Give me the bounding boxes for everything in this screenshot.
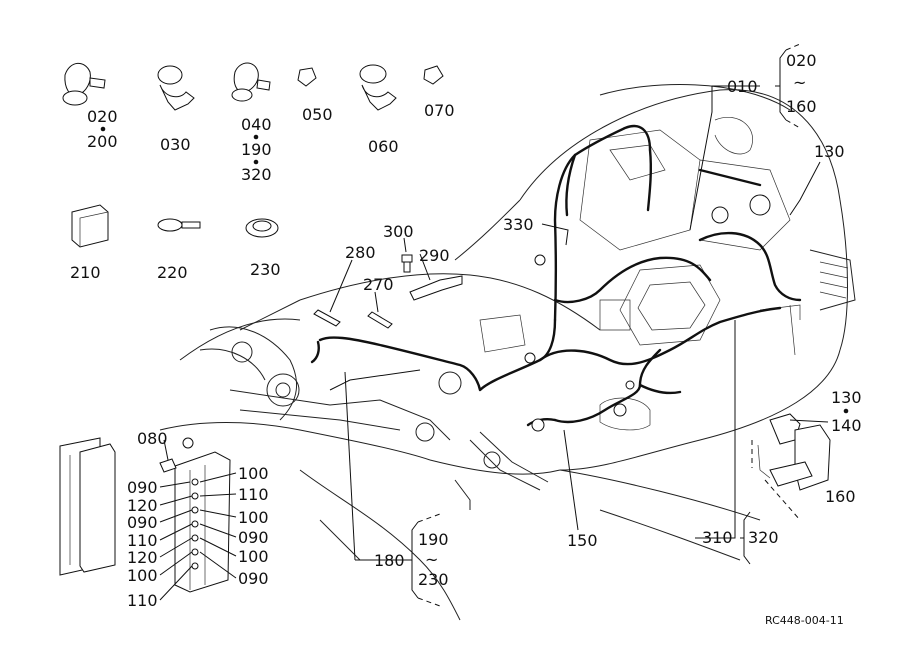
callout-080: 080 bbox=[137, 429, 168, 448]
bolt-300-drawing bbox=[401, 254, 413, 273]
callout-280: 280 bbox=[345, 243, 376, 262]
callout-070: 070 bbox=[424, 101, 455, 120]
callout-310: 310 bbox=[702, 528, 733, 547]
callout-090-right-2: 090 bbox=[238, 569, 269, 588]
tilde-020-160: ~ bbox=[793, 73, 806, 92]
callout-010: 010 bbox=[727, 77, 758, 96]
separator-dot bbox=[253, 159, 259, 165]
callout-110-left-1: 110 bbox=[127, 531, 158, 550]
reference-code: RC448-004-11 bbox=[765, 614, 844, 627]
callout-220: 220 bbox=[157, 263, 188, 282]
callout-090-left-2: 090 bbox=[127, 513, 158, 532]
callout-100-right-1: 100 bbox=[238, 464, 269, 483]
callout-020a: 020 bbox=[87, 107, 118, 126]
callout-050: 050 bbox=[302, 105, 333, 124]
callout-210: 210 bbox=[70, 263, 101, 282]
callout-020b: 020 bbox=[786, 51, 817, 70]
callout-130a: 130 bbox=[814, 142, 845, 161]
callout-120-left-2: 120 bbox=[127, 548, 158, 567]
callout-100-right-2: 100 bbox=[238, 508, 269, 527]
clamp-020-200-drawing bbox=[62, 62, 106, 106]
callout-180: 180 bbox=[374, 551, 405, 570]
callout-140: 140 bbox=[831, 416, 862, 435]
callout-110-right-1: 110 bbox=[238, 485, 269, 504]
callout-190b: 190 bbox=[418, 530, 449, 549]
clip-070-drawing bbox=[423, 65, 444, 85]
clamp-060-drawing bbox=[359, 64, 397, 111]
callout-100-left: 100 bbox=[127, 566, 158, 585]
callout-330: 330 bbox=[503, 215, 534, 234]
callout-100-right-3: 100 bbox=[238, 547, 269, 566]
grommet-230-drawing bbox=[245, 218, 279, 238]
leader-lines bbox=[159, 43, 829, 607]
tie-220-drawing bbox=[157, 218, 201, 232]
callout-320a: 320 bbox=[241, 165, 272, 184]
wire-harness bbox=[310, 124, 802, 432]
callout-040: 040 bbox=[241, 115, 272, 134]
clip-280-drawing bbox=[313, 309, 341, 327]
callouts: 020 200 030 040 190 320 050 060 070 010 … bbox=[70, 51, 862, 627]
clamp-040-drawing bbox=[231, 62, 271, 102]
callout-190a: 190 bbox=[241, 140, 272, 159]
clamp-030-drawing bbox=[157, 65, 195, 111]
callout-160b: 160 bbox=[825, 487, 856, 506]
bracket-290-drawing bbox=[409, 275, 463, 301]
callout-150: 150 bbox=[567, 531, 598, 550]
callout-130b: 130 bbox=[831, 388, 862, 407]
callout-300: 300 bbox=[383, 222, 414, 241]
callout-200: 200 bbox=[87, 132, 118, 151]
callout-060: 060 bbox=[368, 137, 399, 156]
separator-dot bbox=[100, 126, 106, 132]
callout-270: 270 bbox=[363, 275, 394, 294]
clip-050-drawing bbox=[297, 67, 317, 87]
machine-outline bbox=[159, 84, 856, 621]
callout-110-left-2: 110 bbox=[127, 591, 158, 610]
separator-dot bbox=[843, 408, 849, 414]
callout-090-right-1: 090 bbox=[238, 528, 269, 547]
callout-230a: 230 bbox=[250, 260, 281, 279]
bracket-160-drawing bbox=[751, 413, 831, 521]
callout-120-left-1: 120 bbox=[127, 496, 158, 515]
callout-230b: 230 bbox=[418, 570, 449, 589]
callout-030: 030 bbox=[160, 135, 191, 154]
callout-290: 290 bbox=[419, 246, 450, 265]
tilde-190-230: ~ bbox=[425, 550, 438, 569]
fuse-box-drawing bbox=[59, 437, 231, 593]
cover-210-drawing bbox=[71, 204, 109, 248]
callout-160a: 160 bbox=[786, 97, 817, 116]
separator-dot bbox=[253, 134, 259, 140]
callout-320b: 320 bbox=[748, 528, 779, 547]
callout-090-left-1: 090 bbox=[127, 478, 158, 497]
clip-270-drawing bbox=[367, 311, 393, 329]
